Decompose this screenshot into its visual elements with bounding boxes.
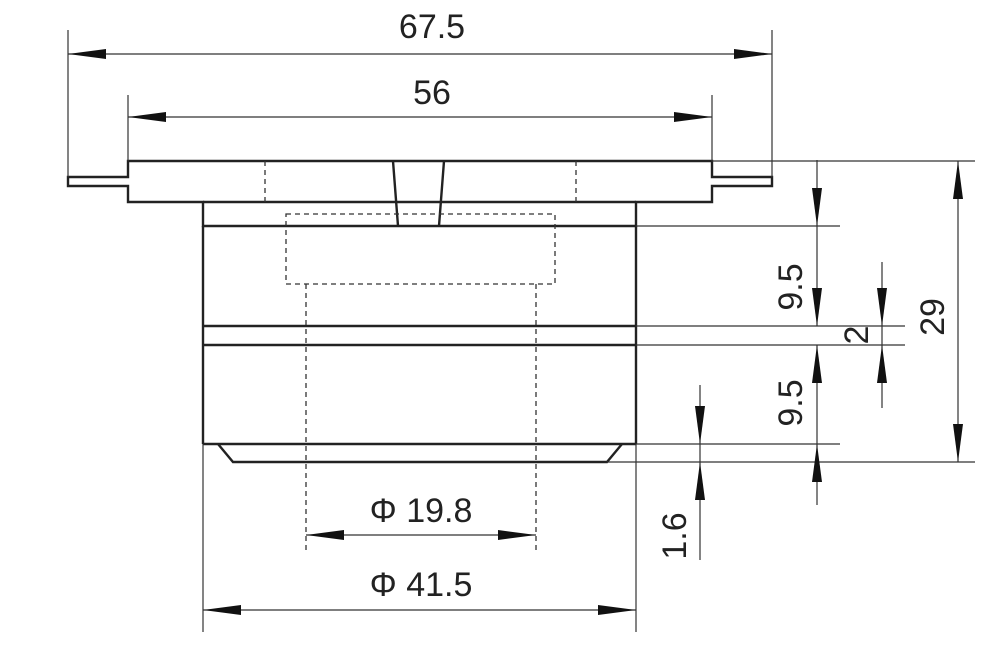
label-total-height: 29 [914, 298, 952, 336]
label-outer-diameter: Φ 41.5 [370, 566, 473, 604]
label-chamfer-height: 1.6 [656, 512, 694, 559]
flange-outline [66, 159, 774, 228]
label-inner-diameter: Φ 19.8 [370, 492, 473, 530]
hidden-lines [264, 161, 577, 552]
body-outline [201, 226, 638, 446]
hidden-cavity [285, 213, 556, 285]
dimension-labels: 67.5 56 Φ 19.8 Φ 41.5 9.5 2 9.5 29 1.6 [370, 8, 952, 604]
label-overall-width: 67.5 [399, 8, 465, 46]
hidden-flange-lines [264, 161, 577, 202]
part-outline [66, 159, 774, 464]
center-slot [391, 160, 446, 227]
label-groove-height: 2 [838, 326, 876, 345]
label-flange-width: 56 [413, 74, 451, 112]
label-lower-body-height: 9.5 [772, 379, 810, 426]
chamfer-bottom [217, 443, 623, 464]
label-upper-body-height: 9.5 [772, 263, 810, 310]
dimension-lines [68, 49, 963, 615]
